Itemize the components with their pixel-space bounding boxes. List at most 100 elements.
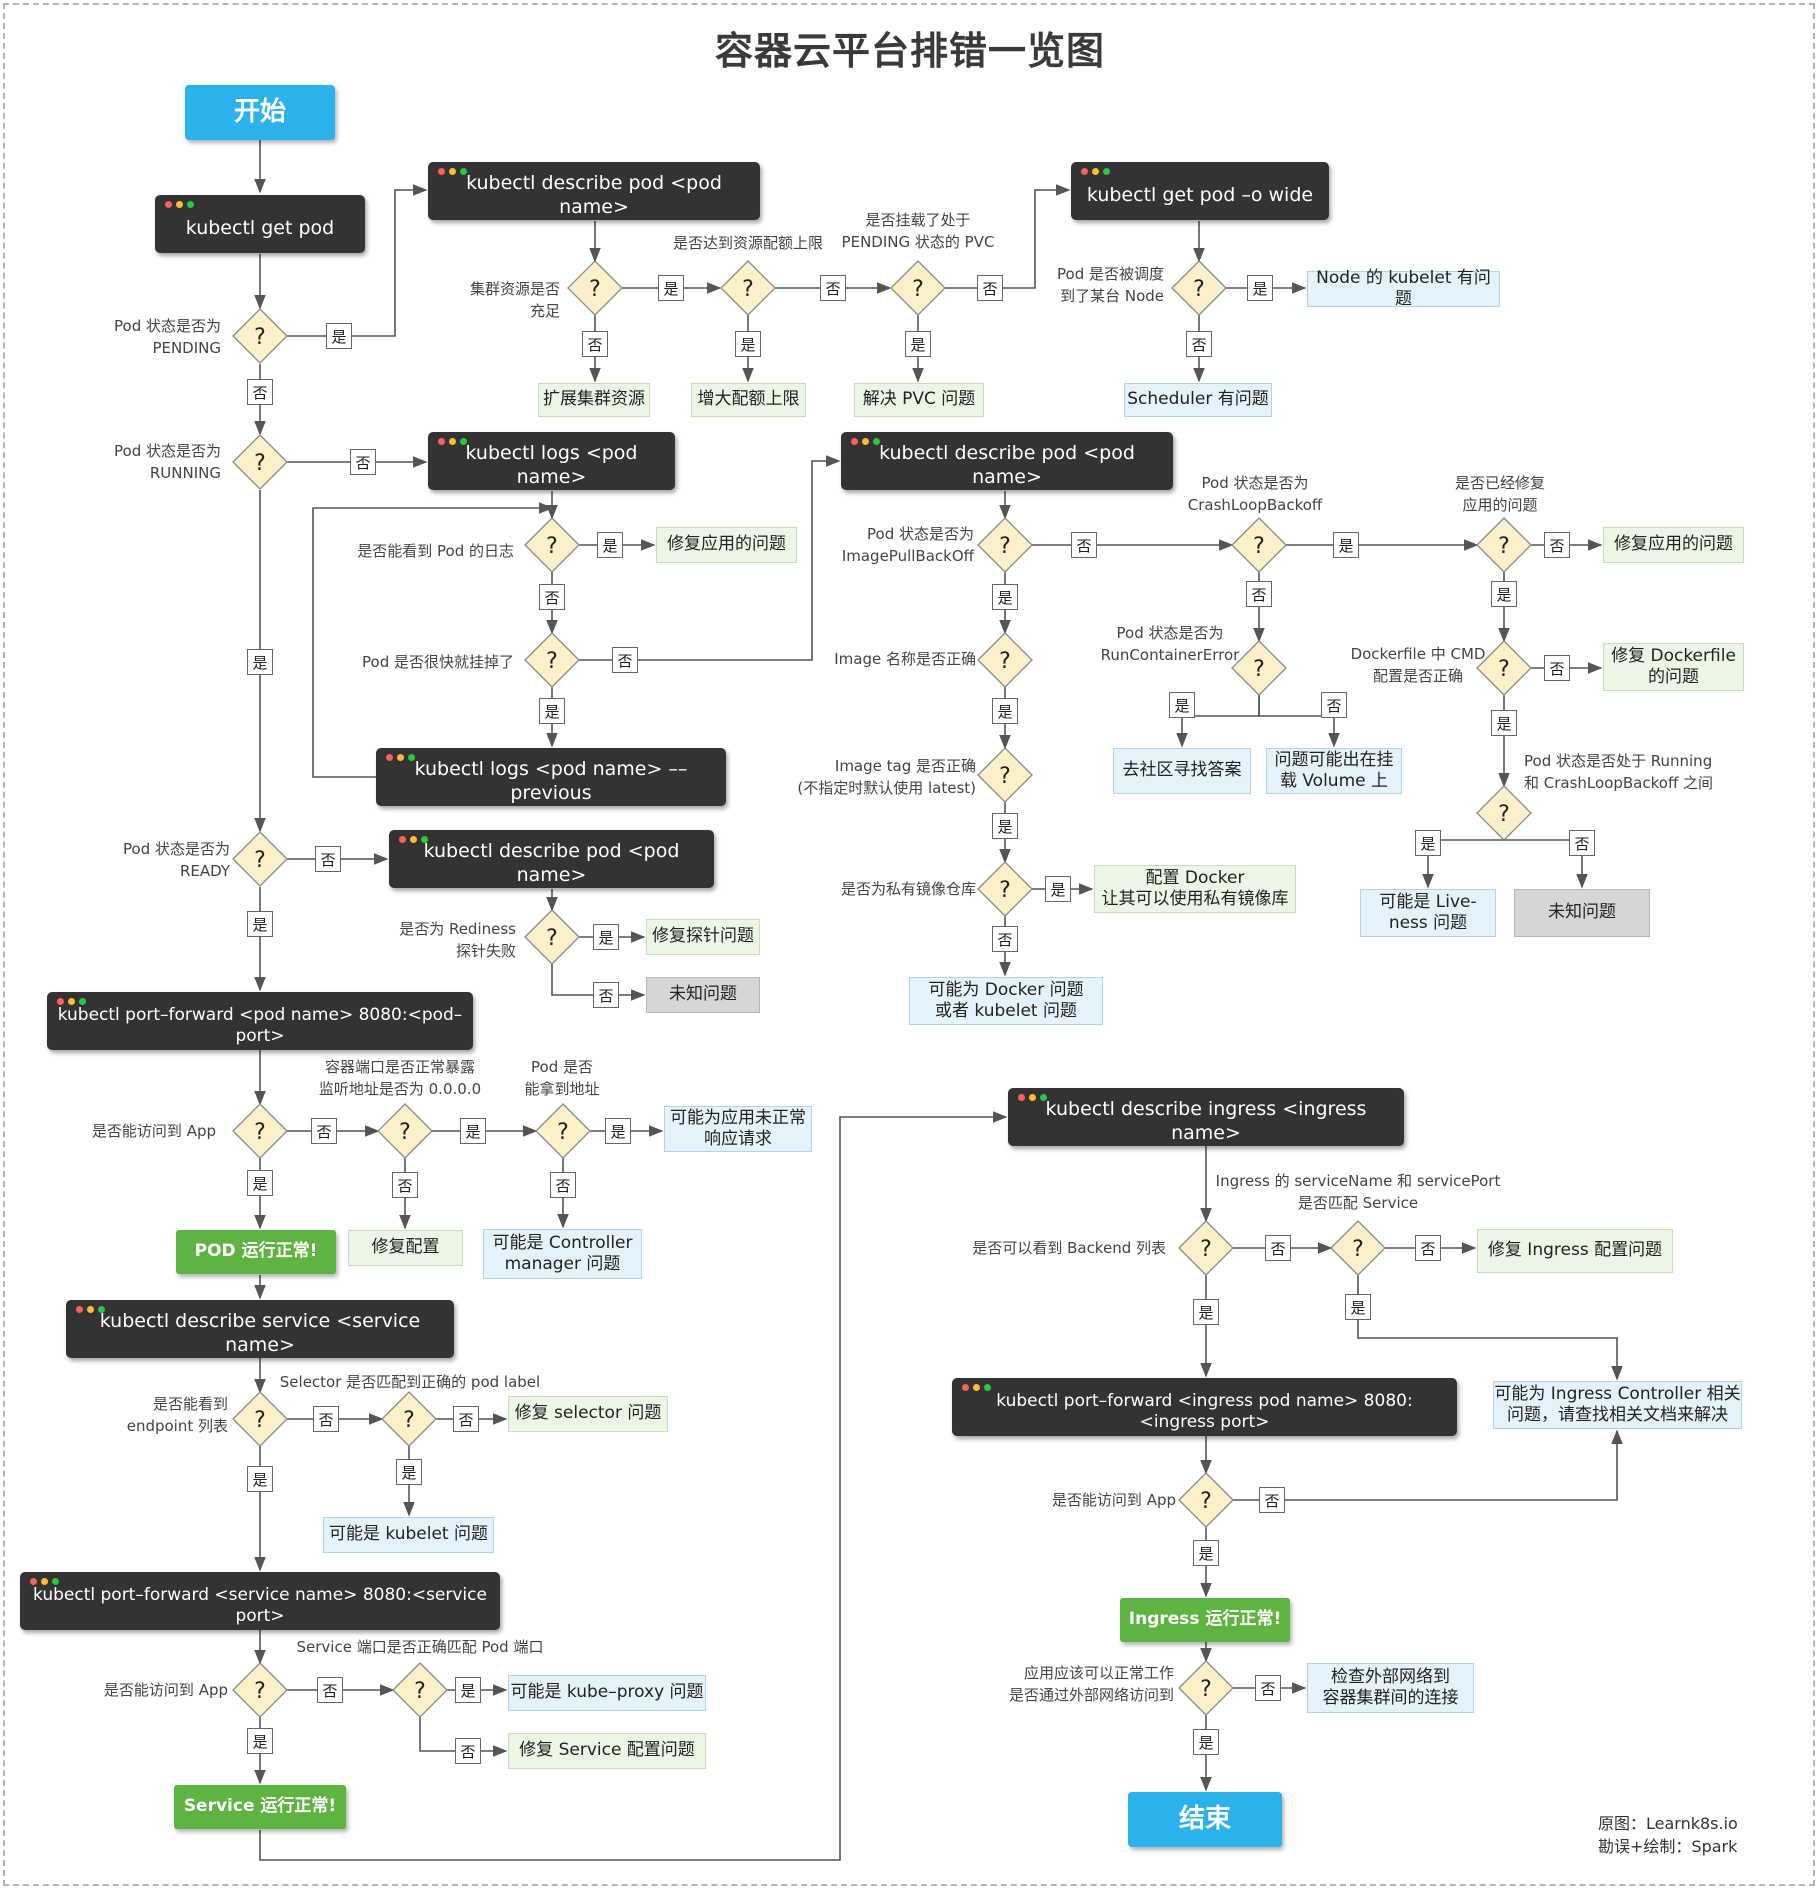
no-label: 否 bbox=[311, 1118, 337, 1144]
question-image-pull: Pod 状态是否为 ImagePullBackOff bbox=[841, 525, 974, 565]
check-external-network: 检查外部网络到 容器集群间的连接 bbox=[1307, 1663, 1474, 1713]
cmd-port-forward-service: kubectl port–forward <service name> 8080… bbox=[20, 1572, 500, 1630]
yes-label: 是 bbox=[735, 331, 761, 357]
decision-mark: ? bbox=[1498, 534, 1510, 559]
decision-access-app-ing: ? bbox=[1178, 1472, 1234, 1528]
yes-label: 是 bbox=[1193, 1729, 1219, 1755]
no-label: 否 bbox=[1321, 692, 1347, 718]
decision-mark: ? bbox=[546, 649, 558, 674]
yes-label: 是 bbox=[326, 323, 352, 349]
no-label: 否 bbox=[392, 1172, 418, 1198]
connector-arrow bbox=[259, 1111, 1008, 1861]
question-crash-loop: Pod 状态是否为 CrashLoopBackoff bbox=[1187, 474, 1323, 514]
ask-community: 去社区寻找答案 bbox=[1113, 748, 1251, 794]
connector-arrow bbox=[1357, 1275, 1623, 1381]
no-label: 否 bbox=[1255, 1675, 1281, 1701]
start-node: 开始 bbox=[185, 85, 335, 140]
decision-pod-address: ? bbox=[535, 1103, 591, 1159]
yes-label: 是 bbox=[455, 1677, 481, 1703]
cmd-describe-ingress: kubectl describe ingress <ingress name> bbox=[1008, 1088, 1404, 1146]
yes-label: 是 bbox=[992, 813, 1018, 839]
no-label: 否 bbox=[820, 275, 846, 301]
connector-arrow bbox=[1258, 695, 1340, 748]
yes-label: 是 bbox=[593, 924, 619, 950]
decision-mark: ? bbox=[254, 325, 266, 350]
cmd-port-forward-ingress: kubectl port–forward <ingress pod name> … bbox=[952, 1378, 1457, 1436]
connector-arrow bbox=[312, 502, 554, 778]
cmd-logs-previous-text: kubectl logs <pod name> ––previous bbox=[414, 758, 688, 804]
problem-controller-manager: 可能是 Controller manager 问题 bbox=[483, 1229, 642, 1279]
decision-scheduled: ? bbox=[1171, 260, 1227, 316]
decision-mark: ? bbox=[912, 277, 924, 302]
cmd-port-forward-service-text: kubectl port–forward <service name> 8080… bbox=[33, 1584, 487, 1626]
yes-label: 是 bbox=[597, 532, 623, 558]
dashed-frame bbox=[3, 3, 1815, 1886]
cmd-get-pod-text: kubectl get pod bbox=[185, 217, 335, 240]
yes-label: 是 bbox=[247, 649, 273, 675]
yes-label: 是 bbox=[605, 1118, 631, 1144]
decision-private-registry: ? bbox=[977, 861, 1033, 917]
problem-ingress-controller: 可能为 Ingress Controller 相关 问题，请查找相关文档来解决 bbox=[1493, 1381, 1742, 1429]
question-see-logs: 是否能看到 Pod 的日志 bbox=[357, 542, 514, 560]
yes-label: 是 bbox=[1193, 1299, 1219, 1325]
decision-image-pull: ? bbox=[977, 517, 1033, 573]
cmd-get-pod-wide: kubectl get pod –o wide bbox=[1071, 162, 1329, 220]
no-label: 否 bbox=[1415, 1235, 1441, 1261]
cmd-get-pod: kubectl get pod bbox=[155, 195, 365, 253]
problem-kubelet: 可能是 kubelet 问题 bbox=[323, 1517, 494, 1553]
problem-app-response: 可能为应用未正常 响应请求 bbox=[664, 1106, 812, 1152]
no-label: 否 bbox=[350, 449, 376, 475]
yes-label: 是 bbox=[905, 331, 931, 357]
yes-label: 是 bbox=[1045, 876, 1071, 902]
question-pod-address: Pod 是否 能拿到地址 bbox=[524, 1058, 600, 1098]
connector-arrow bbox=[1233, 1429, 1623, 1501]
decision-mark: ? bbox=[1200, 1237, 1212, 1262]
no-label: 否 bbox=[1544, 655, 1570, 681]
question-endpoint: 是否能看到 endpoint 列表 bbox=[126, 1395, 228, 1435]
no-label: 否 bbox=[550, 1172, 576, 1198]
yes-label: 是 bbox=[539, 698, 565, 724]
no-label: 否 bbox=[1071, 532, 1097, 558]
unknown-problem-1: 未知问题 bbox=[1514, 889, 1650, 937]
decision-external: ? bbox=[1178, 1660, 1234, 1716]
fix-cluster-resource: 扩展集群资源 bbox=[538, 383, 650, 417]
fix-pvc: 解决 PVC 问题 bbox=[854, 383, 984, 417]
decision-image-name: ? bbox=[977, 632, 1033, 688]
cmd-port-forward-pod: kubectl port–forward <pod name> 8080:<po… bbox=[47, 992, 473, 1050]
question-fixed-app: 是否已经修复 应用的问题 bbox=[1454, 474, 1545, 514]
problem-scheduler: Scheduler 有问题 bbox=[1124, 383, 1272, 417]
fix-probe: 修复探针问题 bbox=[646, 919, 760, 955]
decision-mark: ? bbox=[742, 277, 754, 302]
decision-crash-loop: ? bbox=[1231, 517, 1287, 573]
question-ingress-svc: Ingress 的 serviceName 和 servicePort 是否匹配… bbox=[1215, 1172, 1501, 1212]
decision-mark: ? bbox=[399, 1120, 411, 1145]
yes-label: 是 bbox=[658, 275, 684, 301]
cmd-get-pod-wide-text: kubectl get pod –o wide bbox=[1086, 184, 1314, 207]
question-running: Pod 状态是否为 RUNNING bbox=[114, 442, 221, 482]
problem-node-kubelet: Node 的 kubelet 有问题 bbox=[1307, 268, 1500, 309]
decision-ingress-svc: ? bbox=[1330, 1220, 1386, 1276]
fix-docker-private-registry: 配置 Docker 让其可以使用私有镜像库 bbox=[1094, 865, 1296, 913]
question-ready: Pod 状态是否为 READY bbox=[123, 840, 230, 880]
credit-text: 原图：Learnk8s.io 勘误+绘制：Spark bbox=[1598, 1814, 1738, 1857]
yes-label: 是 bbox=[1247, 275, 1273, 301]
no-label: 否 bbox=[315, 846, 341, 872]
problem-volume: 问题可能出在挂 载 Volume 上 bbox=[1266, 748, 1402, 794]
decision-selector: ? bbox=[381, 1391, 437, 1447]
yes-label: 是 bbox=[1345, 1294, 1371, 1320]
question-image-tag: Image tag 是否正确 (不指定时默认使用 latest) bbox=[797, 757, 976, 797]
cmd-logs-text: kubectl logs <pod name> bbox=[465, 442, 638, 488]
no-label: 否 bbox=[1569, 830, 1595, 856]
yes-label: 是 bbox=[247, 1728, 273, 1754]
yes-label: 是 bbox=[1169, 692, 1195, 718]
unknown-problem-2: 未知问题 bbox=[646, 977, 760, 1013]
no-label: 否 bbox=[582, 331, 608, 357]
decision-fixed-app: ? bbox=[1476, 517, 1532, 573]
yes-label: 是 bbox=[396, 1459, 422, 1485]
yes-label: 是 bbox=[1193, 1540, 1219, 1566]
no-label: 否 bbox=[1246, 581, 1272, 607]
yes-label: 是 bbox=[247, 1466, 273, 1492]
decision-cluster: ? bbox=[567, 260, 623, 316]
